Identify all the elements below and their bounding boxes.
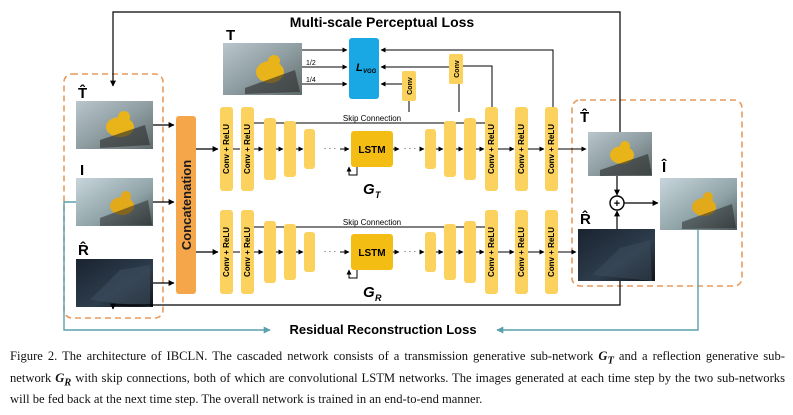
network-g-t: Skip Connection Conv + ReLU Conv + ReLU …: [220, 107, 587, 200]
output-image-r-hat: [578, 229, 655, 281]
ground-truth-image-t: [223, 43, 302, 95]
label-t-hat-output: T̂: [580, 107, 589, 126]
gen-t-label: G: [363, 181, 375, 198]
multi-scale-loss-title: Multi-scale Perceptual Loss: [290, 14, 475, 30]
conv-relu-block: [485, 210, 498, 294]
label-r-hat-input: R̂: [78, 240, 89, 259]
conv-relu-label: Conv + ReLU: [243, 227, 252, 277]
conv-relu-label: Conv + ReLU: [517, 227, 526, 277]
residual-arrow-left: [63, 201, 271, 334]
lstm-block-bottom: [351, 234, 393, 270]
lvgg-block: [349, 38, 379, 99]
residual-loss-title: Residual Reconstruction Loss: [289, 322, 476, 337]
input-image-i: [76, 178, 153, 226]
conv-relu-label: Conv + ReLU: [517, 124, 526, 174]
network-g-r: Skip Connection Conv + ReLU Conv + ReLU …: [220, 210, 577, 303]
gen-r-sub: R: [375, 293, 382, 303]
scale-half-label: 1/2: [306, 60, 316, 67]
output-image-t-hat: [588, 132, 652, 176]
label-t-hat-input: T̂: [78, 83, 87, 102]
conv-relu-block: [515, 107, 528, 191]
output-group-box: [571, 99, 743, 287]
conv-scale-quarter: [402, 71, 416, 101]
lstm-block-top: [351, 131, 393, 167]
conv-relu-label: Conv + ReLU: [222, 227, 231, 277]
conv-scale-half: [449, 54, 463, 84]
skip-connection-label-top: Skip Connection: [343, 114, 401, 123]
conv-relu-block: [220, 210, 233, 294]
conv-relu-label: Conv + ReLU: [487, 227, 496, 277]
conv-relu-block: [485, 107, 498, 191]
conv-relu-block: [515, 210, 528, 294]
conv-relu-label: Conv + ReLU: [487, 124, 496, 174]
input-image-r-hat: [76, 259, 153, 307]
conv-relu-label: Conv + ReLU: [222, 124, 231, 174]
concatenation-label: Concatenation: [179, 160, 194, 250]
residual-arrow-right: [496, 230, 699, 334]
conv-relu-block: [241, 107, 254, 191]
conv-relu-block: [241, 210, 254, 294]
conv-relu-block: [220, 107, 233, 191]
label-i-hat-output: Î: [661, 158, 667, 176]
label-r-hat-output: R̂: [580, 209, 591, 228]
conv-relu-block: [545, 210, 558, 294]
conv-relu-block: [545, 107, 558, 191]
dots: · · ·: [404, 247, 416, 256]
conv-relu-label: Conv + ReLU: [547, 227, 556, 277]
dots: · · ·: [324, 144, 336, 153]
input-image-t-hat: [76, 101, 153, 149]
skip-connection-label-bottom: Skip Connection: [343, 218, 401, 227]
figure-caption: Figure 2. The architecture of IBCLN. The…: [10, 349, 785, 407]
conv-label: Conv: [454, 60, 461, 78]
conv-label: Conv: [407, 77, 414, 95]
lvgg-sub-label: VGG: [363, 69, 377, 75]
label-i-input: I: [80, 162, 84, 179]
lstm-label: LSTM: [358, 248, 385, 259]
output-image-i-hat: [660, 178, 737, 230]
feedback-arrow-top: [110, 11, 621, 132]
conv-relu-label: Conv + ReLU: [243, 124, 252, 174]
label-t-top: T: [226, 27, 235, 44]
dots: · · ·: [324, 247, 336, 256]
gen-r-label: G: [363, 284, 375, 301]
conv-relu-label: Conv + ReLU: [547, 124, 556, 174]
sum-symbol: +: [614, 198, 620, 210]
concatenation-block: [176, 116, 196, 294]
scale-quarter-label: 1/4: [306, 77, 316, 84]
lvgg-label: L: [356, 62, 363, 74]
lstm-label: LSTM: [358, 145, 385, 156]
dots: · · ·: [404, 144, 416, 153]
gen-t-sub: T: [375, 190, 382, 200]
